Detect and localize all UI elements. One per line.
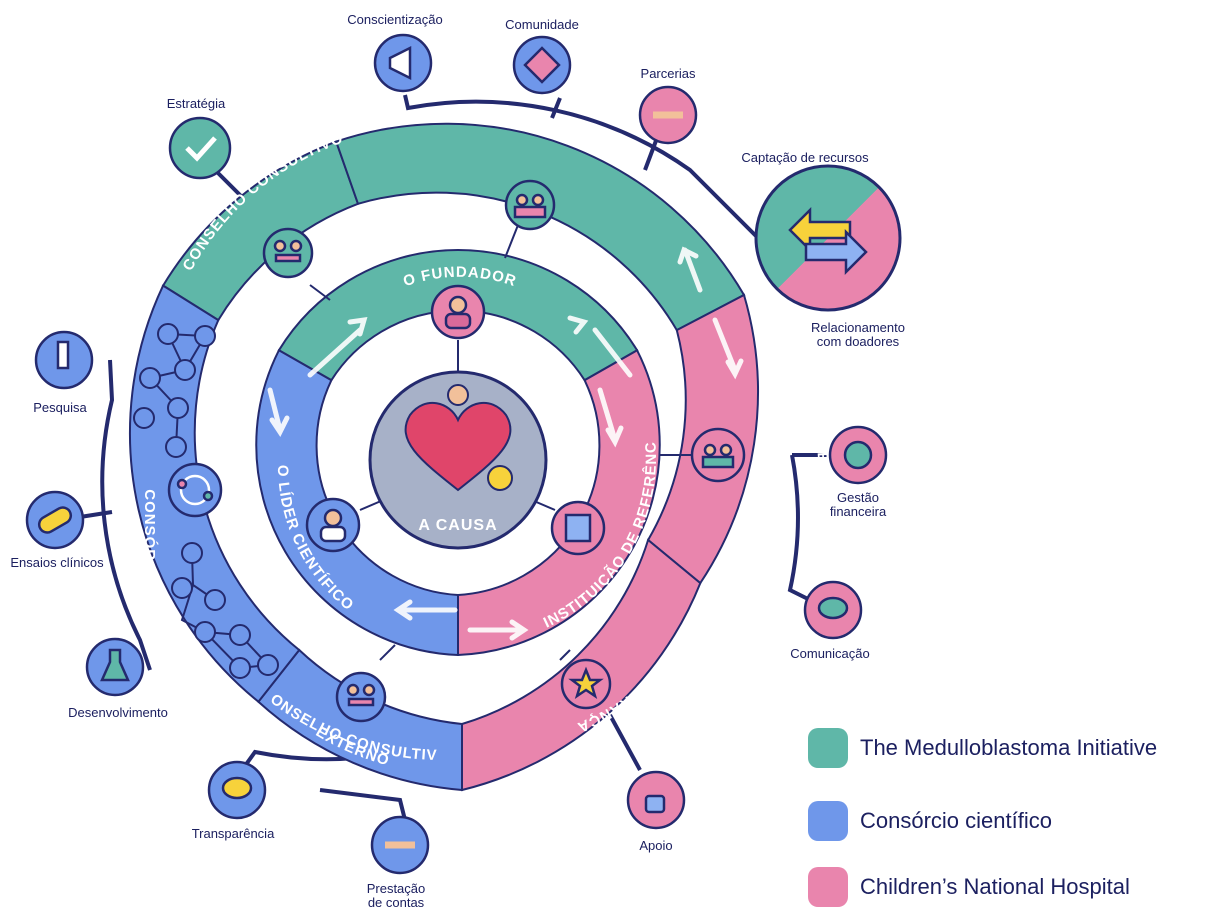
label-pesquisa: Pesquisa (33, 400, 87, 415)
label-consorcio: CONSÓRCIO (141, 489, 159, 591)
microscope-icon (34, 330, 94, 390)
heart-icon (404, 401, 512, 492)
team-icon (504, 179, 556, 231)
label-captacao: Captação de recursos (741, 150, 869, 165)
hospital-building-icon (550, 500, 606, 556)
label-transparencia: Transparência (192, 826, 275, 841)
legend-label: Children’s National Hospital (860, 874, 1130, 899)
center-label: A CAUSA (418, 517, 497, 534)
legend-swatch-teal (808, 728, 848, 768)
segment-o-fundador (277, 248, 639, 382)
label-gestao-line1: Gestão (837, 490, 879, 505)
legend-item-childrens: Children’s National Hospital (808, 867, 1130, 907)
label-relacionamento-line2: com doadores (817, 334, 900, 349)
label-apoio: Apoio (639, 838, 672, 853)
label-desenvolvimento: Desenvolvimento (68, 705, 168, 720)
founder-figure-icon (447, 384, 469, 406)
center-cause: A CAUSA (368, 370, 548, 550)
satellites (25, 33, 902, 875)
legend-label: Consórcio científico (860, 808, 1052, 833)
label-parcerias: Parcerias (641, 66, 696, 81)
label-gestao-line2: financeira (830, 504, 887, 519)
ring-icons (167, 179, 746, 723)
consortium-nodes (133, 323, 279, 679)
label-prestacao-line2: de contas (368, 895, 425, 910)
legend-item-consorcio: Consórcio científico (808, 801, 1052, 841)
external-board-icon (335, 671, 387, 723)
legend-swatch-pink (808, 867, 848, 907)
label-estrategia: Estratégia (167, 96, 226, 111)
megaphone-icon (373, 33, 433, 93)
exchange-arrows-icon (754, 164, 902, 312)
capsule-icon (25, 490, 85, 550)
label-comunicacao: Comunicação (790, 646, 870, 661)
segment-consorcio (128, 284, 301, 704)
label-conscientizacao: Conscientização (347, 12, 442, 27)
star-icon (560, 658, 612, 710)
label-relacionamento-line1: Relacionamento (811, 320, 905, 335)
handshake-icon (638, 85, 698, 145)
team-support-icon (690, 427, 746, 483)
chat-bubbles-icon (803, 580, 863, 640)
label-ensaios: Ensaios clínicos (10, 555, 104, 570)
segment-o-lider-cientifico (255, 348, 459, 657)
legend-item-medulloblastoma: The Medulloblastoma Initiative (808, 728, 1157, 768)
label-comunidade: Comunidade (505, 17, 579, 32)
satellite-labels: Conscientização Comunidade Parcerias Est… (10, 12, 905, 910)
handshake-accountability-icon (370, 815, 430, 875)
legend-swatch-blue (808, 801, 848, 841)
badge-icon (487, 465, 513, 491)
molecule-hub-icon (167, 462, 223, 518)
connector-lines (79, 94, 828, 821)
dollar-gear-icon (828, 425, 888, 485)
fundador-icon (430, 284, 486, 340)
thumbs-up-icon (626, 770, 686, 830)
label-equipe-apoio: EQUIPE DE APOIO (805, 398, 832, 551)
legend-label: The Medulloblastoma Initiative (860, 735, 1158, 760)
meeting-table-icon (262, 227, 314, 279)
label-prestacao-line1: Prestação (367, 881, 426, 896)
flask-icon (85, 637, 145, 697)
lider-cientifico-icon (305, 497, 361, 553)
puzzle-icon (512, 35, 572, 95)
chat-icon (207, 760, 267, 820)
checkmark-icon (168, 116, 232, 180)
flow-arrows (267, 246, 744, 641)
